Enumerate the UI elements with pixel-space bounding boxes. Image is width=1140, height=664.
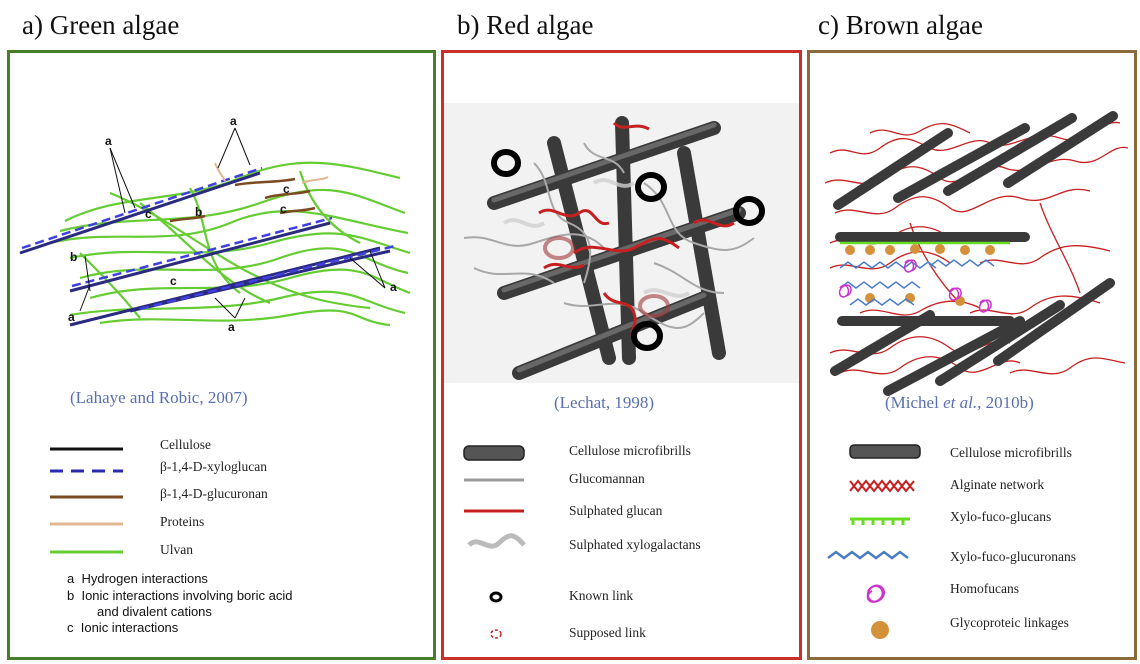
legend-cellulose-microfibrills: Cellulose microfibrills (569, 443, 691, 458)
brown-algae-panel: (Michel et al., 2010b) Cellulose microfi… (807, 50, 1137, 660)
legend-proteins: Proteins (160, 514, 205, 529)
annotation-arrows (79, 127, 386, 319)
legend-glucuronan: β-1,4-D-glucuronan (160, 486, 268, 501)
legend-homofucans: Homofucans (950, 581, 1019, 596)
legend-glucomannan: Glucomannan (569, 471, 645, 486)
xyloglucan-strands (21, 166, 396, 311)
panel-c-title: c) Brown algae (818, 10, 983, 40)
legend-xylo-fuco-glucuronans: Xylo-fuco-glucuronans (950, 549, 1076, 564)
panel-b-title: b) Red algae (457, 10, 594, 40)
legend-alginate-network: Alginate network (950, 477, 1045, 492)
green-algae-diagram: a a c c c b b c a a a (19, 114, 411, 334)
svg-text:b: b (195, 205, 202, 219)
homofucans (838, 259, 992, 313)
legend-glycoproteic-linkages: Glycoproteic linkages (950, 615, 1069, 630)
svg-text:a: a (68, 310, 75, 324)
svg-text:b: b (70, 250, 77, 264)
legend-sulphated-glucan: Sulphated glucan (569, 503, 663, 518)
panel-a-title: a) Green algae (22, 10, 180, 40)
panel-c-citation: (Michel et al., 2010b) (885, 393, 1034, 412)
svg-text:a: a (390, 280, 397, 294)
note-b: b Ionic interactions involving boric aci… (67, 588, 293, 603)
glucomannan-strands (463, 142, 755, 329)
glucuronan-strands (169, 177, 316, 223)
svg-text:c: c (145, 207, 152, 221)
glycoproteic-linkages (845, 244, 995, 306)
xylo-fuco-glucuronans (839, 259, 995, 306)
cellulose-rods (830, 111, 1118, 396)
xylogalactan-strands (502, 178, 691, 298)
legend-known-link: Known link (569, 588, 634, 603)
known-links (491, 149, 765, 351)
panel-b-citation: (Lechat, 1998) (554, 393, 655, 412)
svg-text:a: a (230, 114, 237, 128)
note-b-cont: and divalent cations (97, 604, 212, 619)
svg-text:a: a (228, 320, 235, 334)
ulvan-strands (49, 161, 411, 327)
legend-cellulose-microfibrills-c: Cellulose microfibrills (950, 445, 1072, 460)
legend-supposed-link: Supposed link (569, 625, 646, 640)
note-c: c Ionic interactions (67, 620, 179, 635)
red-algae-diagram (444, 103, 799, 383)
svg-text:c: c (280, 202, 287, 216)
green-algae-panel: a a c c c b b c a a a (Lahaye and Robic,… (7, 50, 436, 660)
legend-sulphated-xylogalactans: Sulphated xylogalactans (569, 537, 701, 552)
protein-strands (214, 162, 329, 184)
svg-text:c: c (283, 182, 290, 196)
legend-xylo-fuco-glucans: Xylo-fuco-glucans (950, 509, 1052, 524)
legend-ulvan: Ulvan (160, 542, 193, 557)
panel-a-citation: (Lahaye and Robic, 2007) (70, 388, 248, 407)
brown-algae-diagram (824, 111, 1129, 396)
legend-cellulose: Cellulose (160, 437, 211, 452)
legend-xyloglucan: β-1,4-D-xyloglucan (160, 459, 267, 474)
note-a: a Hydrogen interactions (67, 571, 208, 586)
red-algae-panel: (Lechat, 1998) Cellulose microfibrills G… (441, 50, 802, 660)
svg-text:a: a (105, 134, 112, 148)
svg-text:c: c (170, 274, 177, 288)
supposed-links (543, 236, 670, 318)
